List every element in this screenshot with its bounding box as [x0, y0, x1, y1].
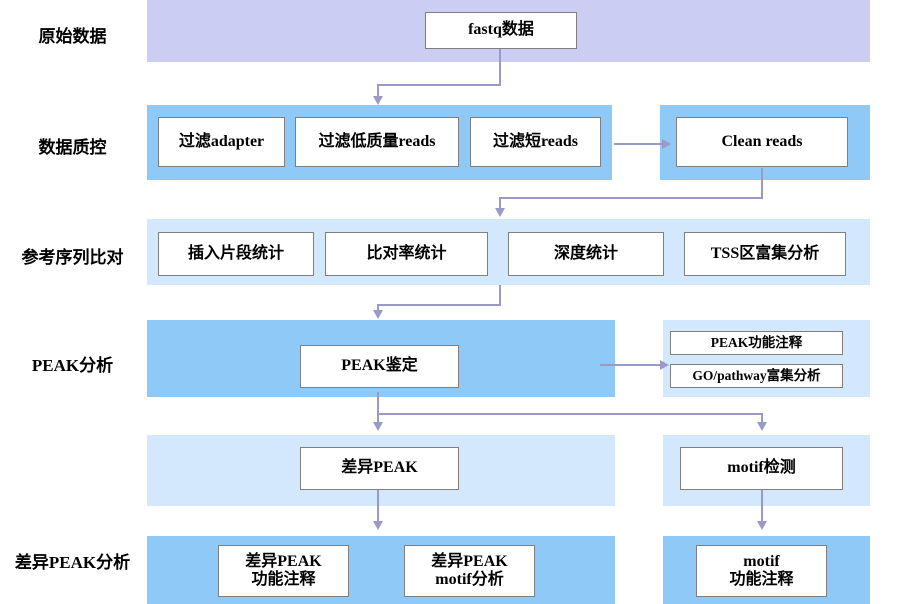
- node-insert-stat[interactable]: 插入片段统计: [158, 232, 314, 276]
- node-tss-enrichment[interactable]: TSS区富集分析: [684, 232, 846, 276]
- node-diff-peak-annotation-line2: 功能注释: [251, 571, 316, 588]
- row-label-diffpeak: 差异PEAK分析: [14, 553, 131, 572]
- node-peak-calling[interactable]: PEAK鉴定: [300, 345, 459, 388]
- connector-cleanreads-down: [761, 168, 763, 199]
- arrowhead-into-qc: [372, 96, 383, 105]
- node-filter-lowquality[interactable]: 过滤低质量reads: [295, 117, 459, 167]
- arrowhead-into-cleanreads: [662, 138, 671, 149]
- connector-motif-down: [761, 489, 763, 523]
- connector-align-left: [377, 304, 501, 306]
- connector-peak-branch: [377, 413, 763, 415]
- node-filter-short[interactable]: 过滤短reads: [470, 117, 601, 167]
- node-filter-adapter[interactable]: 过滤adapter: [158, 117, 285, 167]
- node-mapping-rate[interactable]: 比对率统计: [325, 232, 488, 276]
- connector-fastq-left: [377, 84, 501, 86]
- row-label-peak: PEAK分析: [31, 356, 114, 375]
- node-diff-peak-motif[interactable]: 差异PEAK motif分析: [404, 545, 535, 597]
- node-peak-annotation[interactable]: PEAK功能注释: [670, 331, 843, 355]
- arrowhead-into-motif-annotation: [756, 521, 767, 530]
- connector-shortreads-to-cleanreads: [614, 143, 664, 145]
- connector-fastq-down: [499, 47, 501, 85]
- node-diff-peak-annotation-line1: 差异PEAK: [245, 552, 322, 570]
- node-motif-detect[interactable]: motif检测: [680, 447, 843, 490]
- node-motif-annotation-line2: 功能注释: [729, 571, 794, 588]
- arrowhead-into-peak-annotation: [660, 359, 669, 370]
- connector-diffpeak-down: [377, 489, 379, 523]
- connector-align-down: [499, 285, 501, 306]
- node-diff-peak-annotation[interactable]: 差异PEAK 功能注释: [218, 545, 349, 597]
- node-diff-peak-motif-line2: motif分析: [435, 571, 504, 588]
- connector-branch-to-motif: [761, 413, 763, 423]
- connector-cleanreads-left: [499, 197, 763, 199]
- node-go-pathway[interactable]: GO/pathway富集分析: [670, 364, 843, 388]
- arrowhead-into-alignment: [494, 208, 505, 217]
- node-fastq[interactable]: fastq数据: [425, 12, 577, 49]
- node-clean-reads[interactable]: Clean reads: [676, 117, 848, 167]
- row-label-alignment: 参考序列比对: [21, 248, 124, 267]
- arrowhead-into-peak: [372, 310, 383, 319]
- arrowhead-into-diffpeak-downstream: [372, 521, 383, 530]
- connector-cleanreads-to-align: [499, 197, 501, 210]
- arrowhead-into-diffpeak: [372, 422, 383, 431]
- node-depth-stat[interactable]: 深度统计: [508, 232, 664, 276]
- node-diff-peak[interactable]: 差异PEAK: [300, 447, 459, 490]
- connector-peak-to-annotation: [600, 364, 662, 366]
- node-motif-annotation[interactable]: motif 功能注释: [696, 545, 827, 597]
- node-diff-peak-motif-line1: 差异PEAK: [431, 552, 508, 570]
- arrowhead-into-motif: [756, 422, 767, 431]
- row-label-qc: 数据质控: [38, 138, 107, 157]
- connector-align-to-peak: [377, 304, 379, 312]
- connector-fastq-to-qc: [377, 84, 379, 98]
- node-motif-annotation-line1: motif: [743, 552, 780, 570]
- connector-branch-to-diffpeak: [377, 413, 379, 423]
- row-label-raw-data: 原始数据: [38, 27, 107, 46]
- connector-peak-down: [377, 392, 379, 414]
